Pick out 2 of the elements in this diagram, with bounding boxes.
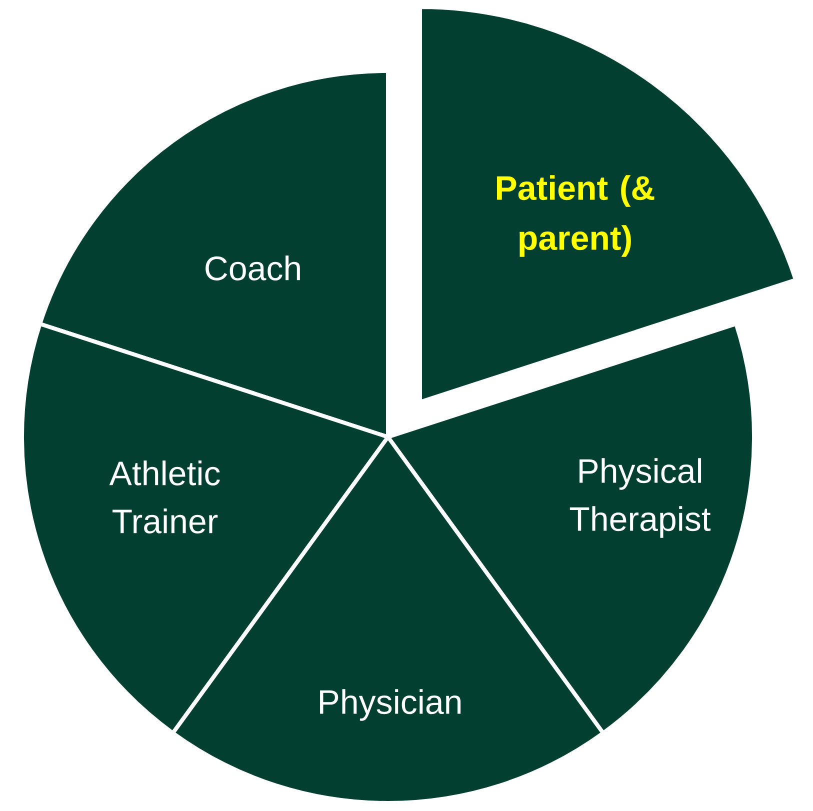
pie-slice: Coach	[38, 69, 390, 439]
pie-slice: Patient (& parent)	[418, 5, 798, 404]
